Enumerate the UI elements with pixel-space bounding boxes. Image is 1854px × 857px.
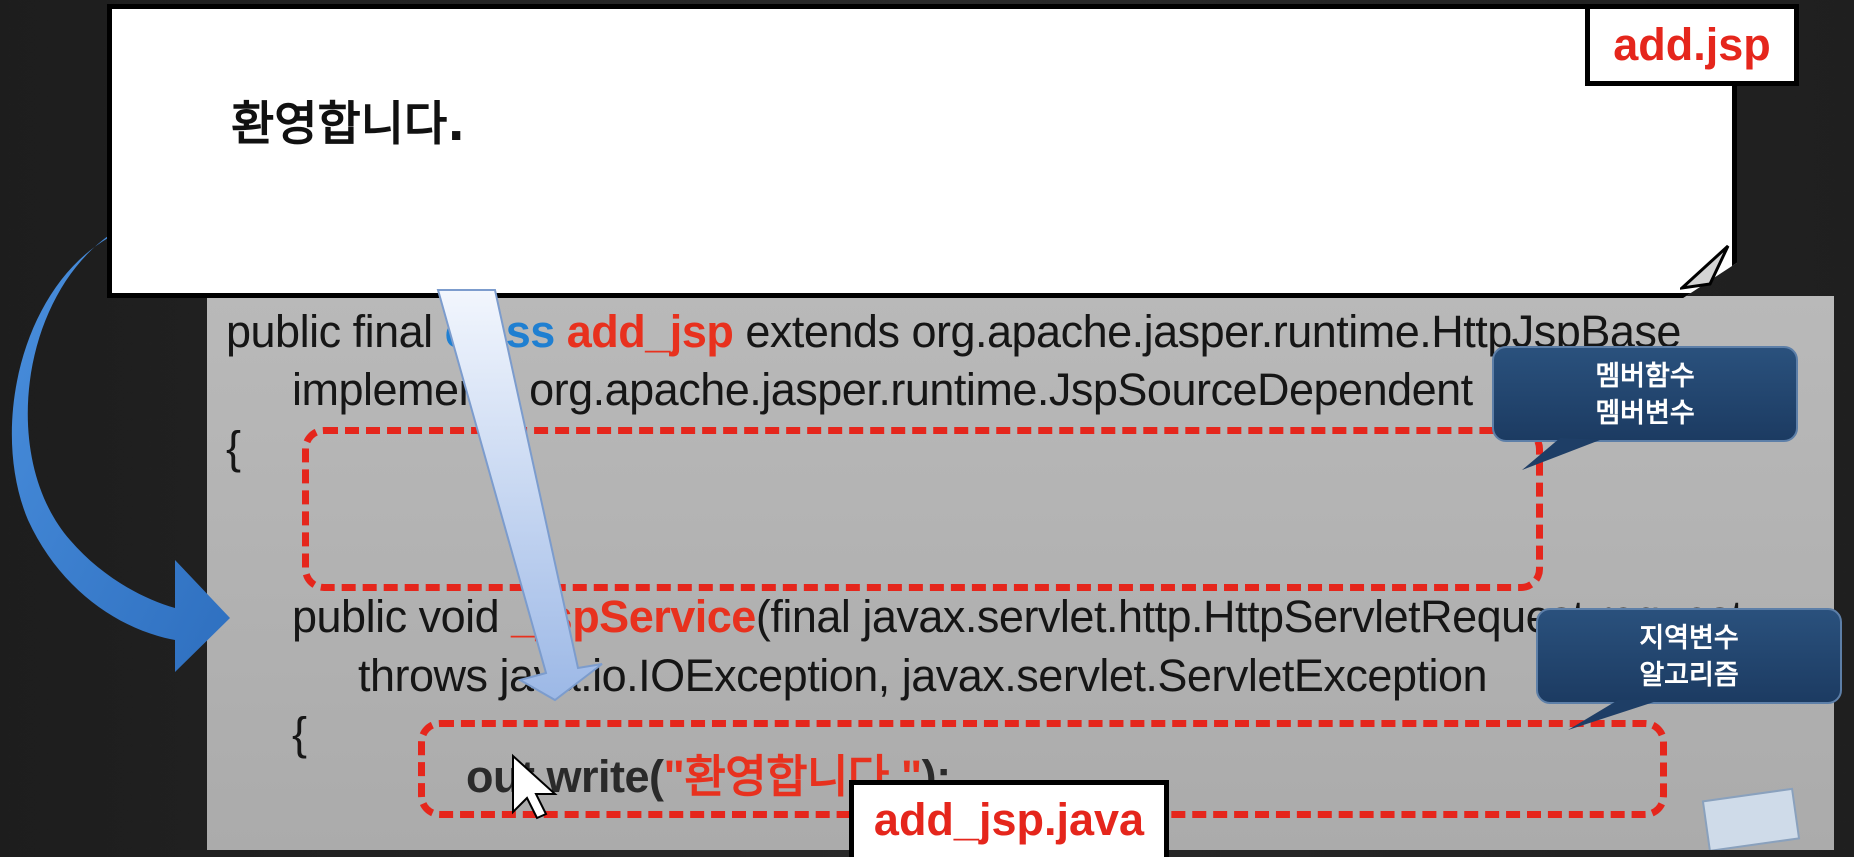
mouse-cursor-icon xyxy=(512,753,558,820)
local-callout-tail xyxy=(1568,700,1660,730)
member-callout-line-1: 멤버함수 xyxy=(1595,361,1695,392)
thumbnail-decoration xyxy=(1701,787,1801,850)
out-write-call: out.write( xyxy=(466,751,664,802)
member-callout-tail xyxy=(1522,438,1600,470)
member-callout-bubble: 멤버함수 멤버변수 xyxy=(1492,346,1798,442)
member-area-highlight xyxy=(302,427,1543,591)
file-label-add-jsp-java: add_jsp.java xyxy=(849,780,1169,857)
code-token: public void xyxy=(292,591,512,642)
curved-flow-arrow-icon xyxy=(11,236,231,672)
code-line-open-brace: { xyxy=(226,422,241,473)
rendered-output-text: 환영합니다. xyxy=(231,97,466,152)
code-line-open-brace-inner: { xyxy=(292,708,307,759)
file-label-add-jsp: add.jsp xyxy=(1585,4,1799,86)
member-callout-line-2: 멤버변수 xyxy=(1595,398,1695,429)
code-token: public final xyxy=(226,306,445,357)
local-callout-bubble: 지역변수 알고리즘 xyxy=(1536,608,1842,704)
note-card xyxy=(107,4,1737,298)
diagonal-flow-arrow-icon xyxy=(436,289,603,702)
local-callout-line-1: 지역변수 xyxy=(1639,623,1739,654)
class-name: add_jsp xyxy=(566,306,734,357)
page-fold-icon xyxy=(1680,244,1730,290)
local-callout-line-2: 알고리즘 xyxy=(1639,660,1739,691)
